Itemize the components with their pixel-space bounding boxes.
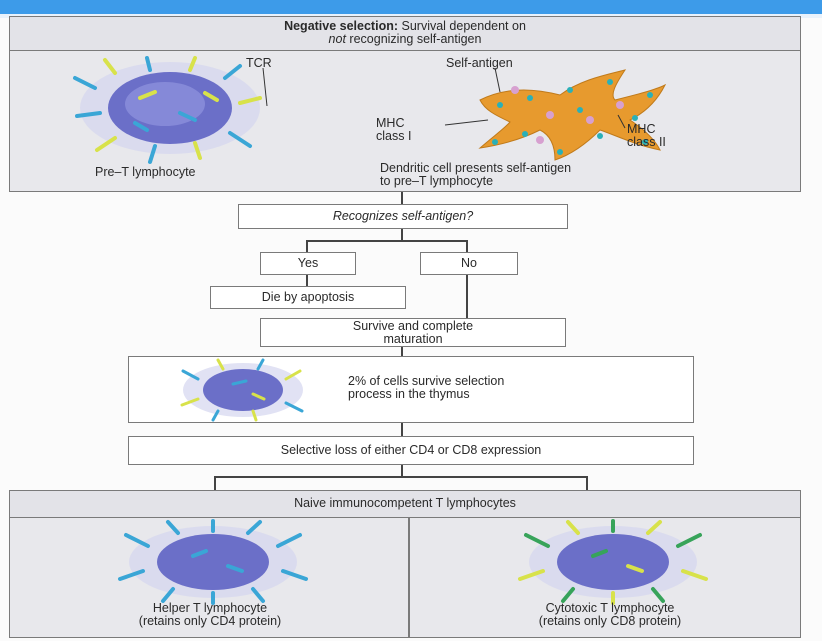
apoptosis-box: Die by apoptosis (210, 286, 406, 309)
dendritic-line1: Dendritic cell presents self-antigen (380, 161, 572, 175)
pre-t-label: Pre–T lymphocyte (95, 165, 196, 179)
connector (306, 274, 308, 286)
cytotoxic-line1: Cytotoxic T lymphocyte (545, 601, 675, 615)
connector (306, 240, 308, 252)
connector (401, 346, 403, 356)
naive-header: Naive immunocompetent T lymphocytes (10, 491, 800, 518)
connector (466, 274, 468, 318)
connector (401, 228, 403, 242)
cytotoxic-t-label: Cytotoxic T lymphocyte (retains only CD8… (480, 602, 740, 628)
mhc-class-1-line1: MHC (376, 116, 405, 130)
helper-line1: Helper T lymphocyte (152, 601, 268, 615)
dendritic-cell-image (444, 67, 667, 161)
helper-t-cell-image (118, 519, 308, 605)
header-line2: recognizing self-antigen (349, 32, 482, 46)
mhc-class-1-line2: class I (376, 129, 412, 143)
header-not: not (328, 32, 346, 46)
dendritic-line2: to pre–T lymphocyte (380, 174, 494, 188)
connector (306, 240, 468, 242)
connector (401, 422, 403, 436)
cytotoxic-line2: (retains only CD8 protein) (538, 614, 682, 628)
connector (466, 240, 468, 252)
connector (214, 476, 588, 478)
connector (401, 192, 403, 204)
dendritic-cell-label: Dendritic cell presents self-antigen to … (380, 162, 571, 188)
question-box: Recognizes self-antigen? (238, 204, 568, 229)
mhc-class-2-line1: MHC (627, 122, 656, 136)
percent-line2: process in the thymus (348, 387, 470, 401)
connector (586, 476, 588, 490)
self-antigen-label: Self-antigen (446, 56, 513, 70)
mhc-class-1-label: MHC class I (376, 117, 411, 143)
header-rest: Survival dependent on (401, 19, 526, 33)
top-bar (0, 0, 822, 14)
survive-line2: maturation (383, 332, 443, 346)
helper-line2: (retains only CD4 protein) (138, 614, 282, 628)
no-box: No (420, 252, 518, 275)
helper-t-label: Helper T lymphocyte (retains only CD4 pr… (80, 602, 340, 628)
connector (401, 464, 403, 478)
survive-line1: Survive and complete (352, 319, 474, 333)
cytotoxic-t-cell-image (518, 519, 708, 605)
yes-box: Yes (260, 252, 356, 275)
selective-loss-box: Selective loss of either CD4 or CD8 expr… (128, 436, 694, 465)
percent-line1: 2% of cells survive selection (348, 374, 505, 388)
surviving-cell-image (180, 358, 304, 422)
header-bold: Negative selection: (284, 19, 399, 33)
tcr-label: TCR (246, 56, 272, 70)
connector (214, 476, 216, 490)
survive-box: Survive and complete maturation (260, 318, 566, 347)
panel-divider (408, 518, 410, 638)
pre-t-cell-image (73, 56, 268, 164)
mhc-class-2-label: MHC class II (627, 123, 666, 149)
negative-selection-header: Negative selection: Survival dependent o… (10, 17, 800, 51)
mhc-class-2-line2: class II (627, 135, 666, 149)
percent-text: 2% of cells survive selection process in… (348, 375, 504, 401)
